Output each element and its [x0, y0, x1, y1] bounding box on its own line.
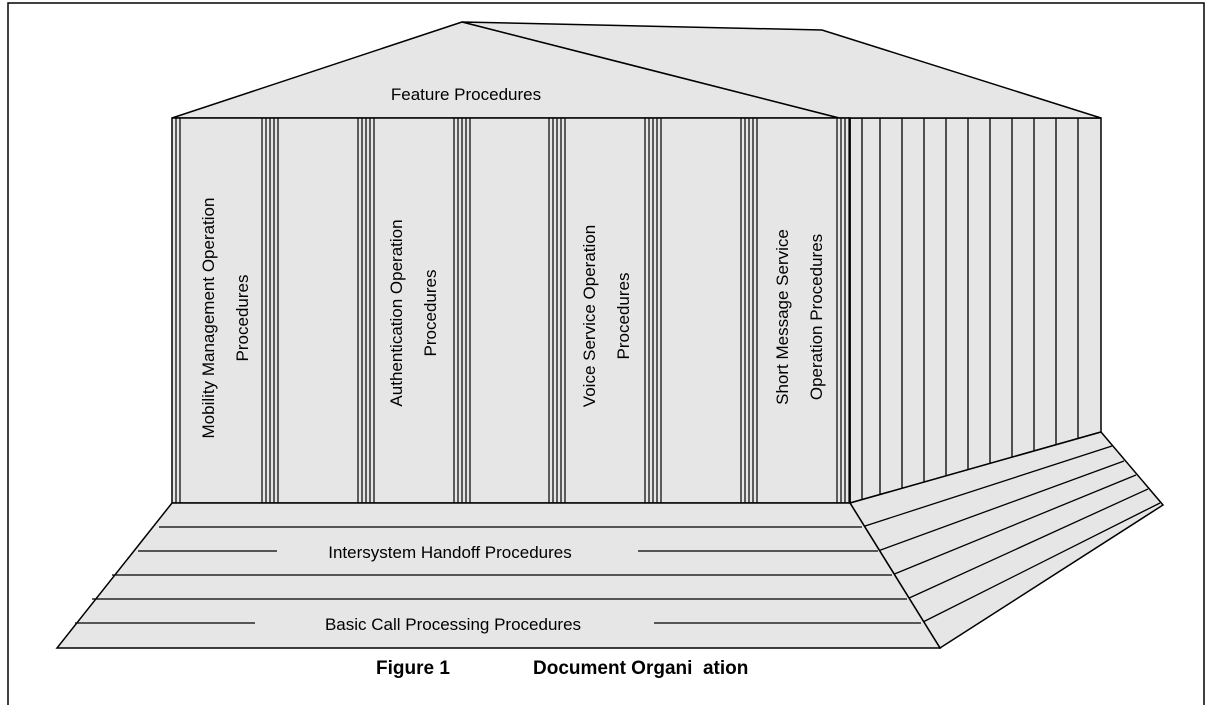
column-label-line-1: Authentication Operation — [387, 219, 406, 406]
column-label-line-2: Procedures — [614, 273, 633, 360]
side-step-line — [861, 445, 1113, 528]
front-pillar-lines — [175, 118, 850, 503]
column-label: Voice Service Operation Procedures — [580, 225, 633, 407]
column-label-line-1: Short Message Service — [773, 229, 792, 405]
step-label-basic-call: Basic Call Processing Procedures — [325, 615, 581, 634]
column-label-line-2: Procedures — [421, 270, 440, 357]
side-pillar-lines — [861, 118, 1079, 500]
caption-title: Document Organi ation — [533, 658, 748, 679]
column-label-line-2: Operation Procedures — [807, 234, 826, 400]
base-side-step-lines — [861, 445, 1161, 624]
column-label: Mobility Management Operation Procedures — [199, 198, 252, 439]
side-step-line — [891, 474, 1137, 576]
base-step-lines — [75, 526, 921, 624]
side-step-line — [906, 488, 1149, 600]
column-label: Short Message Service Operation Procedur… — [773, 229, 826, 405]
side-step-line — [877, 460, 1125, 552]
column-label-line-1: Voice Service Operation — [580, 225, 599, 407]
column-label-line-1: Mobility Management Operation — [199, 198, 218, 439]
page-border — [7, 2, 1205, 705]
roof-label: Feature Procedures — [391, 85, 541, 104]
side-step-line — [920, 502, 1161, 624]
caption-number: Figure 1 — [376, 658, 450, 679]
column-label: Authentication Operation Procedures — [387, 219, 440, 406]
column-label-line-2: Procedures — [233, 275, 252, 362]
step-label-handoff: Intersystem Handoff Procedures — [328, 543, 571, 562]
